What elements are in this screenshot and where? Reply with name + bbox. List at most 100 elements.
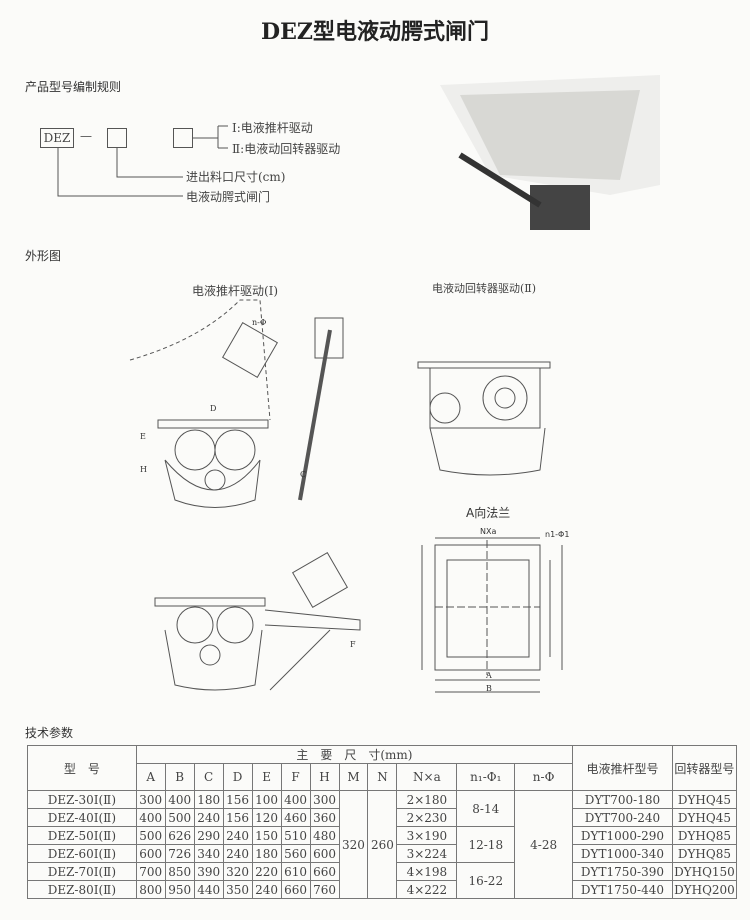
cell-dyt: DYT1000-290 (572, 826, 673, 845)
cell-n1: 12-18 (456, 826, 516, 863)
cell-dyt: DYT1750-440 (572, 880, 673, 899)
label-nphi: n-Φ (252, 318, 267, 327)
cell-value: 626 (164, 826, 195, 845)
cell-dyhq: DYHQ200 (671, 880, 738, 899)
cell-value: 400 (135, 808, 166, 827)
cell-type: DEZ-50Ⅰ(Ⅱ) (27, 826, 137, 845)
cell-m: 320 (338, 790, 369, 899)
col-header: C (193, 763, 224, 791)
cell-nxa: 4×222 (396, 880, 458, 899)
cell-nxa: 4×198 (396, 862, 458, 881)
cell-dyt: DYT700-240 (572, 808, 673, 827)
cell-value: 290 (193, 826, 224, 845)
cell-value: 180 (193, 790, 224, 809)
cell-n1: 16-22 (456, 862, 516, 899)
col-header: D (222, 763, 253, 791)
cell-value: 800 (135, 880, 166, 899)
cell-value: 350 (222, 880, 253, 899)
cell-dyt: DYT700-180 (572, 790, 673, 809)
label-n1: n1-Φ1 (545, 530, 570, 539)
col-header: n-Φ (514, 763, 574, 791)
cell-nxa: 2×180 (396, 790, 458, 809)
cell-value: 390 (193, 862, 224, 881)
cell-value: 400 (280, 790, 311, 809)
code-box: DEZ (40, 128, 74, 148)
cell-value: 240 (222, 844, 253, 863)
cell-type: DEZ-40Ⅰ(Ⅱ) (27, 808, 137, 827)
header-type: 型 号 (27, 745, 137, 791)
cell-value: 480 (309, 826, 340, 845)
size-label: 进出料口尺寸(cm) (186, 170, 286, 184)
cell-value: 220 (251, 862, 282, 881)
cell-value: 500 (135, 826, 166, 845)
cell-value: 240 (251, 880, 282, 899)
cell-value: 300 (135, 790, 166, 809)
cell-value: 700 (135, 862, 166, 881)
cell-value: 240 (193, 808, 224, 827)
cell-value: 660 (309, 862, 340, 881)
cell-n1: 8-14 (456, 790, 516, 827)
cell-value: 460 (280, 808, 311, 827)
section-params: 技术参数 (25, 726, 74, 740)
col-header: N×a (396, 763, 458, 791)
cell-value: 950 (164, 880, 195, 899)
cell-dyhq: DYHQ150 (671, 862, 738, 881)
col-header: n₁-Φ₁ (456, 763, 516, 791)
cell-value: 180 (251, 844, 282, 863)
cell-value: 150 (251, 826, 282, 845)
cell-nxa: 3×190 (396, 826, 458, 845)
cell-value: 440 (193, 880, 224, 899)
header-dyhq: 回转器型号 (671, 745, 738, 791)
option-2: Ⅱ:电液动回转器驱动 (232, 142, 341, 156)
cell-value: 600 (135, 844, 166, 863)
cell-dyt: DYT1000-340 (572, 844, 673, 863)
cell-value: 600 (309, 844, 340, 863)
col-header: B (164, 763, 195, 791)
cell-value: 320 (222, 862, 253, 881)
col-header: A (135, 763, 166, 791)
cell-value: 156 (222, 808, 253, 827)
cell-value: 726 (164, 844, 195, 863)
cell-value: 240 (222, 826, 253, 845)
col-header: F (280, 763, 311, 791)
cell-type: DEZ-80Ⅰ(Ⅱ) (27, 880, 137, 899)
cell-type: DEZ-30Ⅰ(Ⅱ) (27, 790, 137, 809)
section-model-rule: 产品型号编制规则 (25, 80, 122, 94)
option-1: Ⅰ:电液推杆驱动 (232, 121, 313, 135)
label-b: B (486, 684, 492, 693)
flange-title: A向法兰 (466, 506, 511, 520)
cell-nxa: 3×224 (396, 844, 458, 863)
cell-value: 300 (309, 790, 340, 809)
cell-value: 560 (280, 844, 311, 863)
cell-n: 260 (367, 790, 398, 899)
label-nxa: NXa (480, 527, 497, 536)
cell-value: 500 (164, 808, 195, 827)
dash: — (80, 129, 92, 143)
cell-value: 340 (193, 844, 224, 863)
size-box (107, 128, 127, 148)
label-f: F (350, 640, 356, 649)
col-header: N (367, 763, 398, 791)
page-title: DEZ型电液动腭式闸门 (261, 19, 489, 45)
cell-dyhq: DYHQ45 (671, 790, 738, 809)
cell-type: DEZ-60Ⅰ(Ⅱ) (27, 844, 137, 863)
drawing-2-title: 电液动回转器驱动(Ⅱ) (432, 282, 537, 295)
drawing-1-title: 电液推杆驱动(Ⅰ) (192, 284, 279, 298)
cell-nphi: 4-28 (514, 790, 574, 899)
product-photo (440, 75, 660, 230)
col-header: H (309, 763, 340, 791)
cell-dyhq: DYHQ45 (671, 808, 738, 827)
label-a: A (486, 671, 492, 680)
col-header: M (338, 763, 369, 791)
header-dyt: 电液推杆型号 (572, 745, 673, 791)
cell-value: 660 (280, 880, 311, 899)
label-h: H (140, 465, 147, 474)
cell-value: 760 (309, 880, 340, 899)
cell-type: DEZ-70Ⅰ(Ⅱ) (27, 862, 137, 881)
